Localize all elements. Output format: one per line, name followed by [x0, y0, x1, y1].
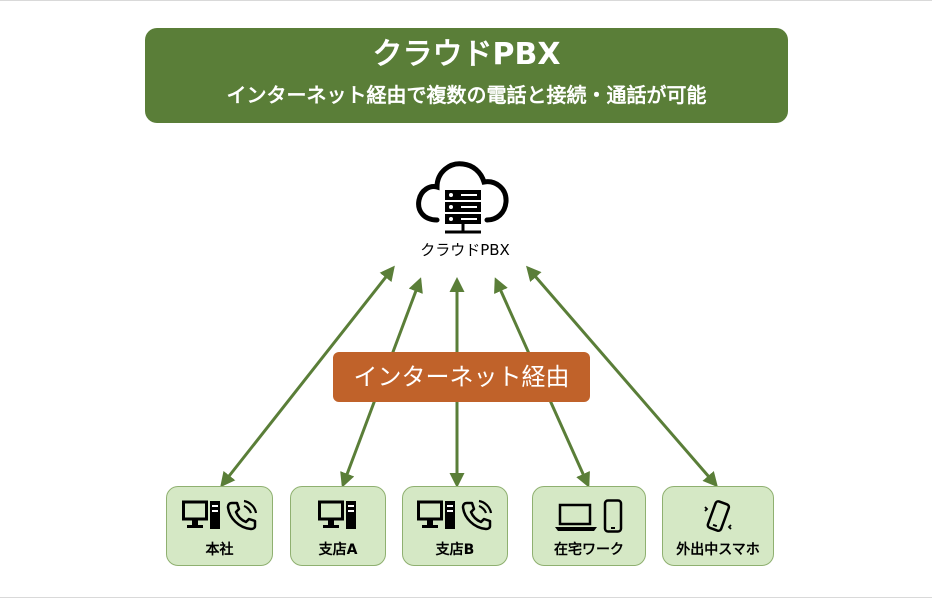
- title-banner: クラウドPBX インターネット経由で複数の電話と接続・通話が可能: [145, 28, 788, 123]
- banner-title: クラウドPBX: [372, 37, 561, 72]
- banner-subtitle: インターネット経由で複数の電話と接続・通話が可能: [226, 83, 707, 107]
- endpoint-label: 外出中スマホ: [676, 542, 760, 558]
- endpoint-honsha: 本社: [166, 486, 273, 566]
- endpoint-zaitaku: 在宅ワーク: [532, 486, 646, 566]
- endpoint-shiten-a: 支店A: [290, 486, 386, 566]
- internet-badge: インターネット経由: [333, 352, 590, 402]
- arrow-gaishutsu: [526, 265, 718, 488]
- desktop-pc-icon: [318, 500, 356, 529]
- hub-label: クラウドPBX: [420, 241, 510, 259]
- desktop-pc-icon: [417, 500, 455, 529]
- vibrating-smartphone-icon: [704, 500, 732, 533]
- laptop-icon: [555, 503, 597, 531]
- cloud-server-icon: [416, 161, 509, 234]
- endpoint-label: 本社: [205, 542, 234, 558]
- phone-icon: [226, 499, 257, 531]
- endpoint-label: 支店A: [318, 542, 358, 558]
- top-border: [0, 0, 932, 1]
- endpoint-shiten-b: 支店B: [402, 486, 508, 566]
- desktop-pc-icon: [181, 500, 220, 529]
- phone-icon: [461, 499, 493, 531]
- endpoint-label: 在宅ワーク: [554, 542, 624, 558]
- smartphone-icon: [603, 499, 623, 533]
- endpoint-gaishutsu: 外出中スマホ: [662, 486, 774, 566]
- endpoint-label: 支店B: [435, 542, 475, 558]
